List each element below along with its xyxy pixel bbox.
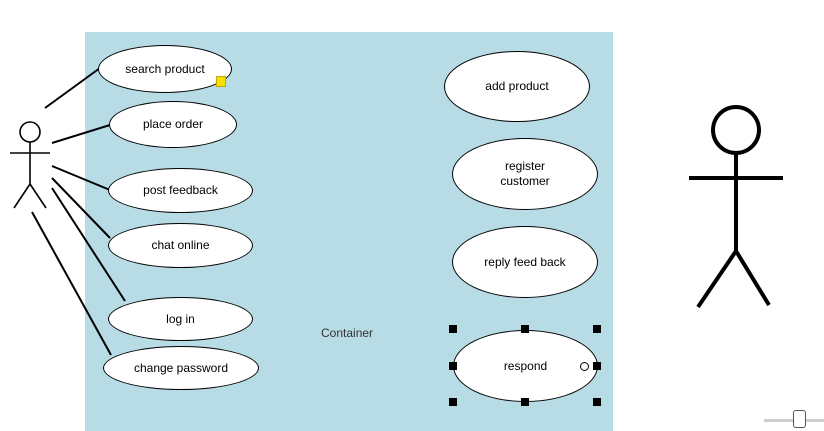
use-case-chat-online[interactable]: chat online: [108, 223, 253, 268]
actor-left-head: [19, 121, 41, 143]
actor-left-figure[interactable]: [10, 121, 50, 209]
use-case-change-password[interactable]: change password: [103, 346, 259, 390]
actor-right-leg-right: [734, 249, 771, 307]
use-case-log-in[interactable]: log in: [108, 297, 253, 341]
selection-handle-bottom-right[interactable]: [593, 398, 601, 406]
actor-right-leg-left: [696, 249, 738, 309]
note-icon[interactable]: [216, 76, 226, 87]
actor-left-leg-right: [29, 183, 47, 209]
use-case-label: change password: [133, 360, 229, 375]
use-case-label: chat online: [151, 238, 210, 252]
use-case-label: add product: [485, 79, 549, 93]
selection-handle-top-center[interactable]: [521, 325, 529, 333]
selection-handle-bottom-center[interactable]: [521, 398, 529, 406]
use-case-label: post feedback: [143, 183, 218, 197]
actor-right-figure[interactable]: [689, 105, 783, 309]
selection-handle-top-right[interactable]: [593, 325, 601, 333]
zoom-slider-thumb[interactable]: [793, 410, 806, 428]
selection-handle-top-left[interactable]: [449, 325, 457, 333]
use-case-post-feedback[interactable]: post feedback: [108, 168, 253, 213]
association-post-feedback[interactable]: [51, 165, 111, 191]
use-case-respond[interactable]: respond: [453, 330, 598, 402]
use-case-label: log in: [166, 311, 195, 326]
association-place-order[interactable]: [51, 124, 111, 144]
association-search-product[interactable]: [44, 67, 101, 109]
use-case-add-product[interactable]: add product: [444, 51, 590, 122]
selection-handle-bottom-left[interactable]: [449, 398, 457, 406]
use-case-label: reply feed back: [484, 254, 566, 269]
selection-handle-middle-right[interactable]: [593, 362, 601, 370]
use-case-label: search product: [125, 61, 205, 76]
association-change-password[interactable]: [31, 211, 112, 356]
use-case-register-customer[interactable]: register customer: [452, 138, 598, 210]
association-log-in[interactable]: [51, 187, 126, 302]
use-case-label: register customer: [500, 159, 550, 188]
use-case-reply-feed-back[interactable]: reply feed back: [452, 226, 598, 298]
selection-handle-middle-left[interactable]: [449, 362, 457, 370]
use-case-place-order[interactable]: place order: [109, 101, 237, 148]
actor-left-leg-left: [13, 183, 31, 209]
rotation-handle[interactable]: [580, 362, 589, 371]
actor-right-head: [711, 105, 761, 155]
association-chat-online[interactable]: [51, 177, 111, 239]
use-case-search-product[interactable]: search product: [98, 45, 232, 93]
container-label: Container: [321, 326, 374, 340]
use-case-label: place order: [142, 117, 204, 131]
use-case-label: respond: [503, 358, 548, 373]
